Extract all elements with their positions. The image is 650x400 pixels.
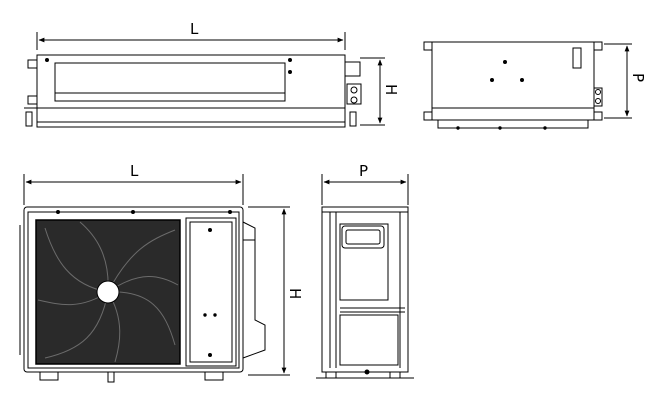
outdoor-side-body (321, 206, 409, 373)
indoor-top-depth-label: P (629, 73, 647, 82)
outdoor-service-panel (185, 217, 237, 367)
indoor-front-panel (54, 62, 286, 102)
outdoor-front-height-dimension: H (248, 206, 304, 376)
indoor-front-body (36, 54, 346, 128)
indoor-top-depth-dimension: P (604, 43, 647, 119)
indoor-unit-top-view: P (423, 41, 647, 130)
outdoor-unit-front-view: L (19, 162, 304, 383)
outdoor-foot-right (204, 371, 224, 381)
indoor-unit-front-view: L H (24, 20, 400, 128)
outdoor-foot-left (39, 371, 59, 381)
outdoor-front-body (23, 206, 244, 373)
outdoor-side-handle (341, 225, 385, 249)
outdoor-front-height-label: H (286, 288, 304, 299)
indoor-front-length-label: L (190, 20, 199, 38)
outdoor-unit-side-view: P (316, 162, 414, 379)
outdoor-front-length-label: L (130, 162, 139, 180)
indoor-front-height-label: H (382, 84, 400, 95)
outdoor-front-length-dimension: L (23, 162, 244, 205)
outdoor-side-depth-dimension: P (321, 162, 409, 205)
outdoor-side-depth-label: P (359, 162, 368, 180)
indoor-front-height-dimension: H (360, 57, 400, 126)
outdoor-fan-grille (35, 219, 181, 365)
indoor-front-length-dimension: L (36, 20, 346, 50)
